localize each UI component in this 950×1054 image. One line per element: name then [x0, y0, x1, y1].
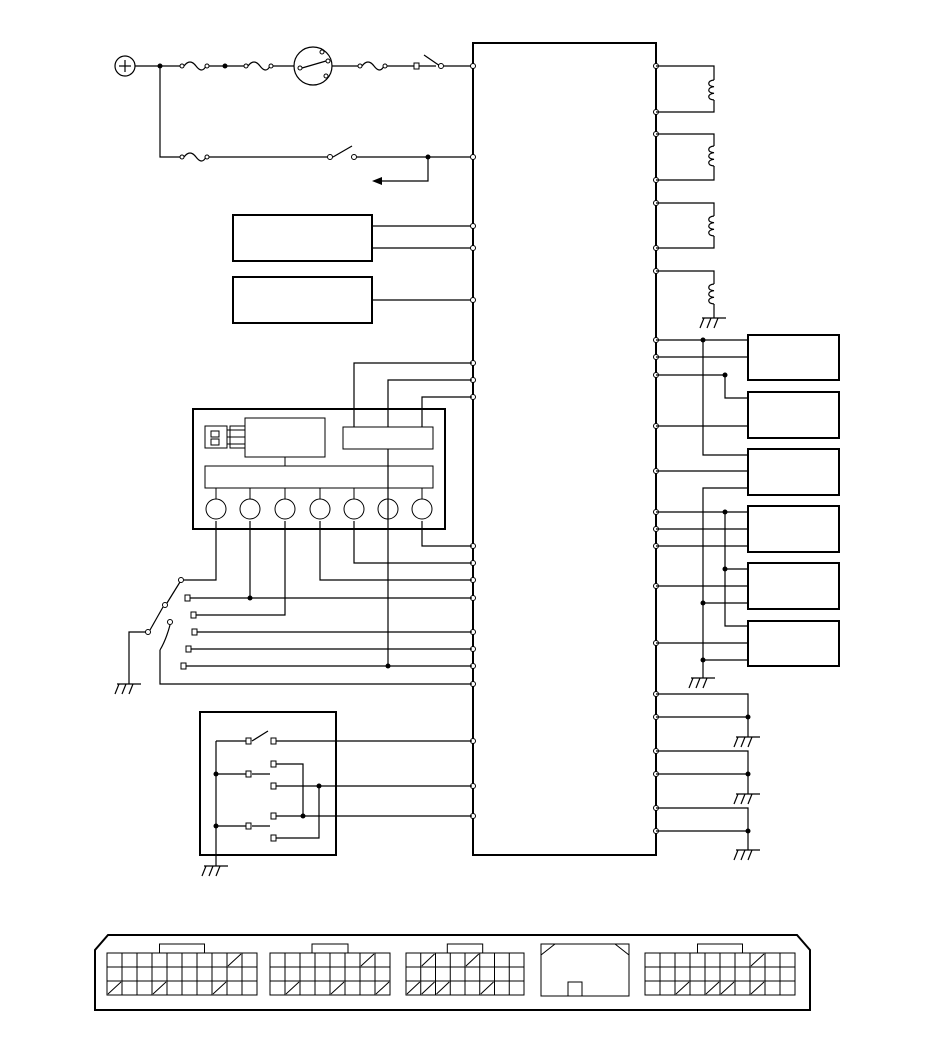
ecu-pin: [470, 297, 476, 303]
gauge-terminal: [239, 498, 261, 520]
right-module-2: [747, 391, 840, 439]
left-module-1: [232, 214, 373, 262]
ecu-connector-icon: [94, 934, 811, 1011]
switch-box: [199, 711, 337, 856]
ground-icon: [699, 317, 726, 329]
connector-block: [644, 943, 796, 996]
ignition-switch-icon: [293, 46, 333, 86]
arrow-left-icon: [372, 177, 382, 185]
power-feed: [114, 46, 472, 185]
ecu-pin: [470, 245, 476, 251]
right-module-4: [747, 505, 840, 553]
connector-block: [269, 943, 391, 996]
right-modules: [656, 334, 840, 689]
seven-segment-display-icon: [204, 425, 246, 449]
ground-icon: [733, 793, 760, 805]
right-module-1: [747, 334, 840, 381]
coil-icon: [708, 283, 715, 305]
left-module-2: [232, 276, 373, 324]
ground-icon: [733, 849, 760, 861]
connector-block: [405, 943, 525, 996]
ground-icon: [201, 865, 228, 877]
gauge-terminal: [411, 498, 433, 520]
selector-switch: [114, 449, 472, 695]
connector-block: [106, 943, 258, 996]
battery-plus-icon: [114, 55, 136, 77]
coil-icon: [708, 215, 715, 237]
right-module-6: [747, 620, 840, 667]
ground-icon: [688, 677, 715, 689]
ground-icon: [733, 736, 760, 748]
ecu-pin: [470, 63, 476, 69]
gauge-terminal: [274, 498, 296, 520]
meter-box: [192, 408, 446, 530]
coil-icon: [708, 79, 715, 101]
meter-module: [192, 362, 472, 530]
right-module-5: [747, 562, 840, 610]
switch-icon: [327, 145, 357, 160]
fuse-icon: [243, 61, 274, 71]
switch-module: [199, 711, 472, 877]
right-module-3: [747, 448, 840, 496]
switch-icon: [413, 54, 444, 70]
coil-group: [656, 65, 726, 329]
fuse-icon: [357, 61, 388, 71]
ecu-pin: [470, 223, 476, 229]
gauge-terminal: [343, 498, 365, 520]
ecu-ground-pins: [656, 693, 751, 850]
fuse-icon: [179, 61, 210, 71]
gauge-terminal: [205, 498, 227, 520]
coil-icon: [708, 145, 715, 167]
gauge-terminal: [309, 498, 331, 520]
ecu-left-pins: [470, 63, 476, 819]
ecu-pin: [470, 154, 476, 160]
ecu-box: [472, 42, 657, 856]
fuse-icon: [179, 152, 210, 162]
ground-icon: [114, 683, 141, 695]
